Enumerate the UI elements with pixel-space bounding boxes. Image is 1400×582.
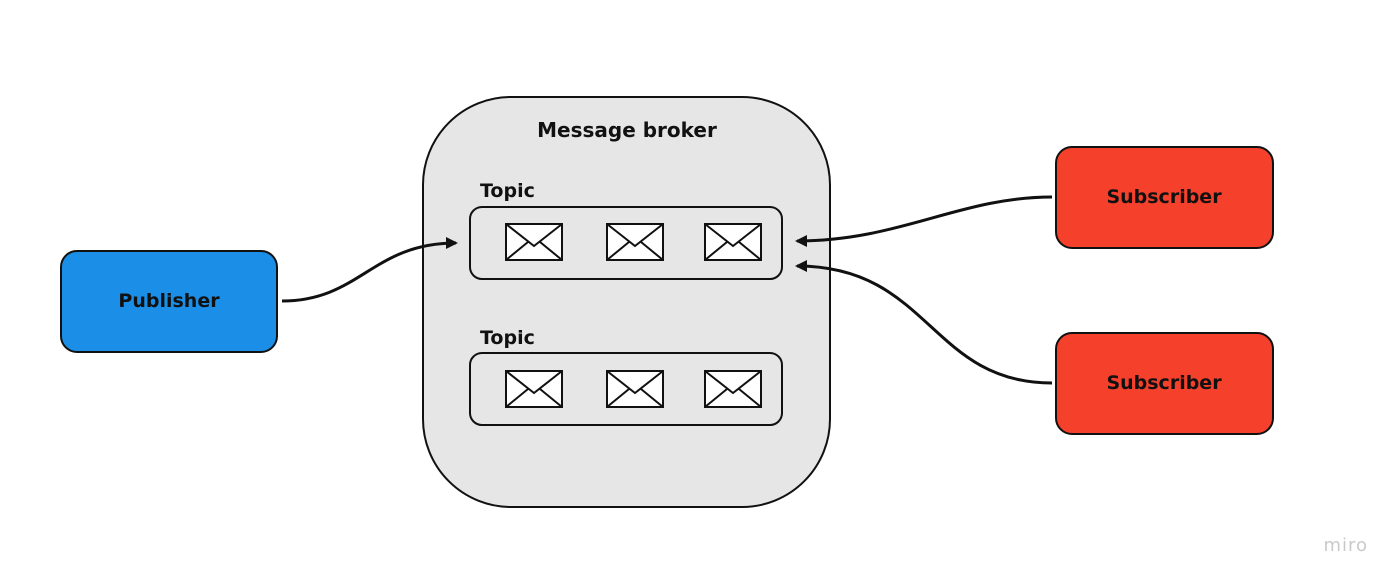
subscriber-label: Subscriber xyxy=(1106,372,1222,394)
topic-queue[interactable] xyxy=(469,206,783,280)
envelope-icon xyxy=(505,370,563,408)
subscriber-label: Subscriber xyxy=(1106,186,1222,208)
topic-label: Topic xyxy=(480,180,535,202)
subscriber-node[interactable]: Subscriber xyxy=(1055,146,1274,249)
subscriber-node[interactable]: Subscriber xyxy=(1055,332,1274,435)
broker-container xyxy=(422,96,831,508)
subscriber-box xyxy=(1055,332,1274,435)
subscriber-to-topic-connector xyxy=(795,260,1053,385)
message-broker[interactable]: Message broker Topic Topic xyxy=(422,96,831,508)
envelope-icon xyxy=(606,223,664,261)
publisher-label: Publisher xyxy=(118,290,220,312)
subscriber-to-topic-connector xyxy=(795,195,1053,247)
publisher-to-topic-connector xyxy=(281,237,458,303)
publisher-node[interactable]: Publisher xyxy=(60,250,278,353)
topic-label: Topic xyxy=(480,327,535,349)
envelope-icon xyxy=(704,370,762,408)
topic-queue[interactable] xyxy=(469,352,783,426)
envelope-icon xyxy=(704,223,762,261)
subscriber-box xyxy=(1055,146,1274,249)
envelope-icon xyxy=(606,370,664,408)
broker-title: Message broker xyxy=(537,118,717,142)
publisher-box xyxy=(60,250,278,353)
envelope-icon xyxy=(505,223,563,261)
miro-watermark: miro xyxy=(1323,535,1368,556)
